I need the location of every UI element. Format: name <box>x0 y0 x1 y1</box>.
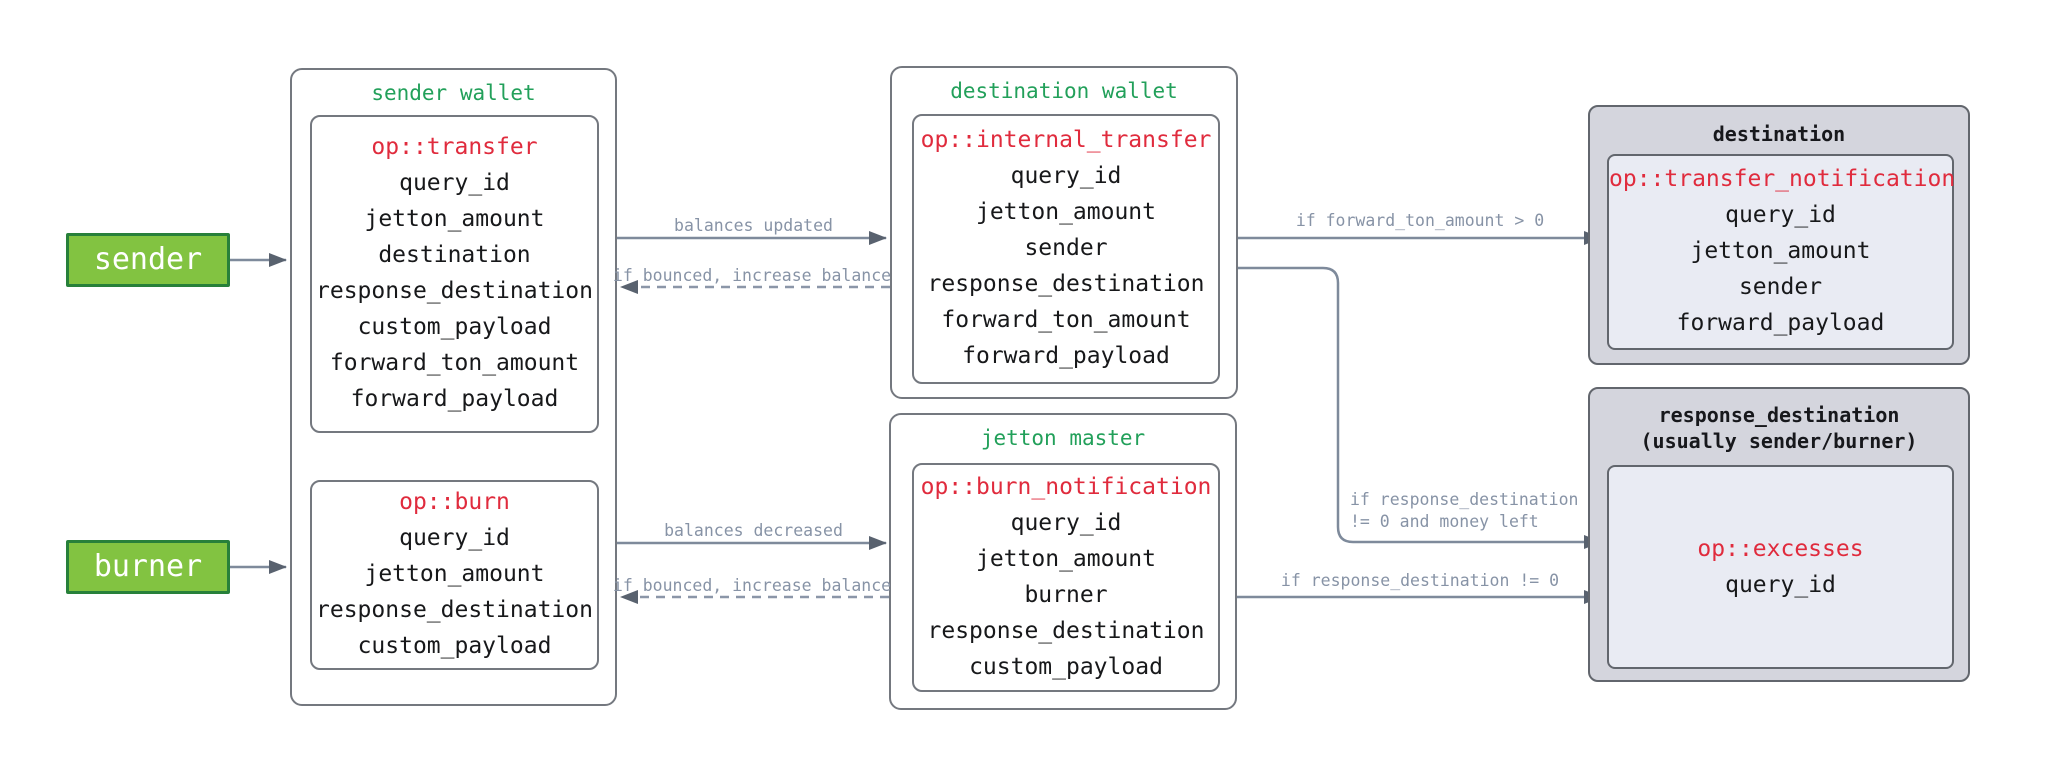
field-row: jetton_amount <box>975 199 1156 225</box>
field-row: custom_payload <box>969 654 1163 680</box>
field-row: query_id <box>1725 572 1836 598</box>
message-op-transfer-notification: op::transfer_notification query_id jetto… <box>1607 154 1956 350</box>
field-row: query_id <box>399 525 510 551</box>
actor-burner: burner <box>66 540 230 594</box>
response-destination-subtitle: (usually sender/burner) <box>1640 429 1918 453</box>
response-destination-title: response_destination <box>1658 403 1900 427</box>
op-label: op::internal_transfer <box>920 127 1212 153</box>
label-response-not-zero: if response_destination != 0 <box>1280 571 1560 590</box>
message-op-burn-notification: op::burn_notification query_id jetton_am… <box>912 463 1220 692</box>
field-row: query_id <box>399 170 510 196</box>
jetton-master-title: jetton master <box>980 426 1146 450</box>
actor-sender: sender <box>66 233 230 287</box>
op-label: op::transfer <box>371 134 538 160</box>
field-row: burner <box>1024 582 1108 608</box>
container-sender-wallet: sender wallet op::transfer query_id jett… <box>290 68 617 706</box>
field-row: sender <box>1024 235 1108 261</box>
edge-internal-to-excesses <box>1238 266 1602 549</box>
field-row: query_id <box>1725 202 1836 228</box>
label-money-left: if response_destination != 0 and money l… <box>1350 489 1578 533</box>
label-money-left-line1: if response_destination <box>1350 490 1579 509</box>
field-row: forward_payload <box>350 386 559 412</box>
field-row: custom_payload <box>357 314 552 340</box>
container-destination-wallet: destination wallet op::internal_transfer… <box>890 66 1238 399</box>
label-forward-ton: if forward_ton_amount > 0 <box>1295 211 1545 230</box>
field-row: jetton_amount <box>1690 238 1871 264</box>
field-row: forward_ton_amount <box>329 350 580 376</box>
container-destination: destination op::transfer_notification qu… <box>1588 105 1970 365</box>
field-row: sender <box>1738 274 1823 300</box>
field-row: forward_ton_amount <box>941 307 1191 333</box>
field-row: query_id <box>1010 510 1122 536</box>
label-bounced-top: if bounced, increase balance <box>612 266 892 285</box>
message-op-internal-transfer: op::internal_transfer query_id jetton_am… <box>912 114 1220 384</box>
sender-wallet-title: sender wallet <box>371 81 536 105</box>
field-row: response_destination <box>316 278 593 304</box>
field-row: destination <box>378 242 531 268</box>
container-jetton-master: jetton master op::burn_notification quer… <box>889 413 1237 710</box>
field-row: jetton_amount <box>364 206 545 232</box>
field-row: custom_payload <box>357 633 552 659</box>
message-op-transfer: op::transfer query_id jetton_amount dest… <box>310 115 599 433</box>
message-op-excesses: op::excesses query_id <box>1607 465 1954 669</box>
label-balances-decreased: balances decreased <box>664 521 843 540</box>
field-row: query_id <box>1010 163 1122 189</box>
message-op-burn: op::burn query_id jetton_amount response… <box>310 480 599 670</box>
field-row: jetton_amount <box>975 546 1156 572</box>
op-label: op::excesses <box>1697 536 1864 562</box>
field-row: jetton_amount <box>364 561 545 587</box>
field-row: response_destination <box>316 597 593 623</box>
actor-sender-label: sender <box>93 242 203 277</box>
label-balances-updated: balances updated <box>674 216 833 235</box>
label-money-left-line2: != 0 and money left <box>1350 512 1539 531</box>
destination-wallet-title: destination wallet <box>950 79 1178 103</box>
container-response-destination: response_destination (usually sender/bur… <box>1588 387 1970 682</box>
op-label: op::burn_notification <box>920 474 1212 500</box>
op-label: op::burn <box>399 489 510 515</box>
label-bounced-bottom: if bounced, increase balance <box>612 576 892 595</box>
destination-title: destination <box>1712 122 1846 146</box>
field-row: response_destination <box>927 618 1205 644</box>
field-row: forward_payload <box>962 343 1170 369</box>
op-label: op::transfer_notification <box>1609 166 1956 192</box>
field-row: forward_payload <box>1676 310 1885 336</box>
actor-burner-label: burner <box>93 549 203 584</box>
field-row: response_destination <box>927 271 1205 297</box>
